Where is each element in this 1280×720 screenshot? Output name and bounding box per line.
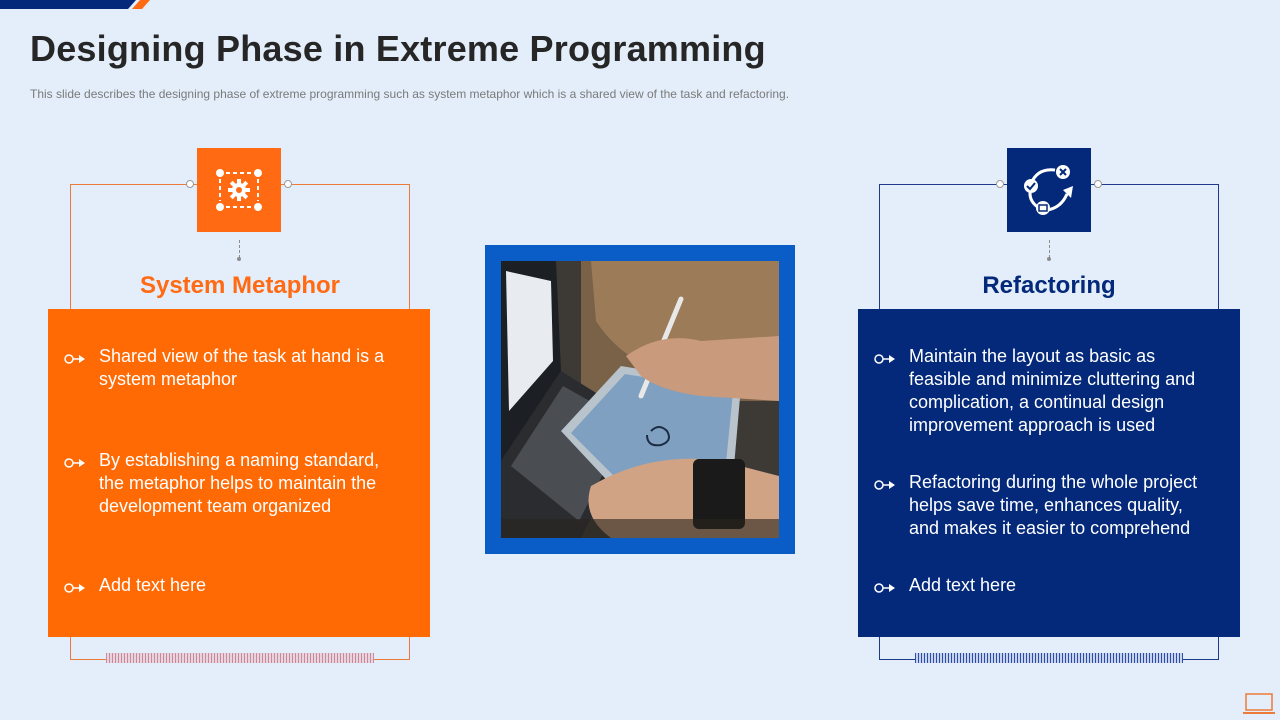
bullet-text: Maintain the layout as basic as feasible… xyxy=(909,346,1196,435)
stem-dot xyxy=(1047,257,1051,261)
page-subtitle: This slide describes the designing phase… xyxy=(30,87,790,101)
hatch-bar xyxy=(106,653,374,663)
center-photo-frame xyxy=(485,245,795,554)
connector-dot xyxy=(1094,180,1102,188)
bullet-text: By establishing a naming standard, the m… xyxy=(99,450,380,516)
left-card-title: System Metaphor xyxy=(139,272,341,299)
list-item: Refactoring during the whole project hel… xyxy=(874,471,1214,540)
corner-stripe xyxy=(0,0,150,9)
list-item: Add text here xyxy=(874,574,1214,600)
laptop-icon xyxy=(1243,693,1275,714)
page-title: Designing Phase in Extreme Programming xyxy=(30,28,766,69)
bullet-arrow-icon xyxy=(64,449,99,518)
right-card-title: Refactoring xyxy=(982,272,1116,299)
bullet-text: Refactoring during the whole project hel… xyxy=(909,472,1198,538)
stem-dot xyxy=(237,257,241,261)
connector-dot xyxy=(186,180,194,188)
list-item: Add text here xyxy=(64,574,404,600)
bullet-text: Add text here xyxy=(99,575,207,595)
stem-line xyxy=(239,240,240,258)
bullet-arrow-icon xyxy=(874,345,909,437)
bullet-arrow-icon xyxy=(64,574,99,600)
connector-dot xyxy=(284,180,292,188)
hatch-bar xyxy=(915,653,1183,663)
list-item: By establishing a naming standard, the m… xyxy=(64,449,404,518)
stem-line xyxy=(1049,240,1050,258)
connector-dot xyxy=(996,180,1004,188)
laptop-tablet-photo xyxy=(501,261,779,538)
bullet-arrow-icon xyxy=(874,574,909,600)
gear-process-icon xyxy=(197,148,281,232)
bullet-text: Add text here xyxy=(909,575,1017,595)
right-card-panel: Maintain the layout as basic as feasible… xyxy=(858,309,1240,637)
bullet-arrow-icon xyxy=(64,345,99,391)
bullet-text: Shared view of the task at hand is a sys… xyxy=(99,346,385,389)
list-item: Shared view of the task at hand is a sys… xyxy=(64,345,404,391)
left-card-panel: Shared view of the task at hand is a sys… xyxy=(48,309,430,637)
bullet-arrow-icon xyxy=(874,471,909,540)
list-item: Maintain the layout as basic as feasible… xyxy=(874,345,1214,437)
refactor-cycle-icon xyxy=(1007,148,1091,232)
